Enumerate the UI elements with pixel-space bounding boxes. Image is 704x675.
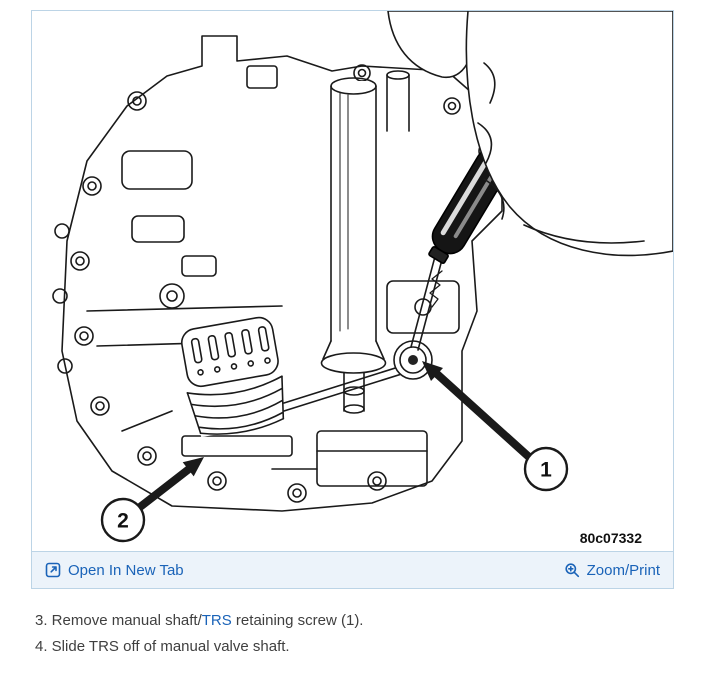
figure-panel: 1 2 80c07332 Open In New Tab bbox=[31, 10, 674, 589]
bolt-holes bbox=[70, 64, 496, 503]
step-3-suffix: retaining screw (1). bbox=[231, 612, 364, 629]
arrow-to-trs bbox=[136, 457, 204, 511]
callout-1-number: 1 bbox=[540, 459, 552, 482]
instruction-step-4: 4. Slide TRS off of manual valve shaft. bbox=[35, 638, 290, 655]
trs-link[interactable]: TRS bbox=[201, 612, 232, 629]
callout-2-number: 2 bbox=[117, 510, 129, 533]
valve-body-figure-svg: 1 2 80c07332 bbox=[52, 11, 673, 546]
callout-1: 1 bbox=[523, 446, 569, 492]
hand-drawing bbox=[387, 11, 673, 257]
open-in-new-tab-label: Open In New Tab bbox=[68, 561, 184, 579]
figure-code: 80c07332 bbox=[580, 530, 643, 546]
open-in-new-tab-icon bbox=[45, 562, 61, 578]
zoom-print-link[interactable]: Zoom/Print bbox=[564, 562, 660, 579]
callout-2: 2 bbox=[100, 497, 146, 543]
trs-sensor-drawing bbox=[181, 316, 285, 438]
cylinder-drawing bbox=[320, 70, 410, 414]
technical-illustration: 1 2 80c07332 bbox=[32, 11, 673, 551]
retaining-screw-drawing bbox=[393, 340, 433, 380]
figure-toolbar: Open In New Tab Zoom/Print bbox=[32, 551, 673, 588]
zoom-print-label: Zoom/Print bbox=[586, 561, 660, 579]
instruction-step-3: 3. Remove manual shaft/TRS retaining scr… bbox=[35, 608, 363, 634]
magnifier-icon bbox=[564, 562, 580, 578]
valve-body-drawing bbox=[52, 35, 503, 512]
instructions: 3. Remove manual shaft/TRS retaining scr… bbox=[35, 608, 363, 660]
open-in-new-tab-link[interactable]: Open In New Tab bbox=[45, 562, 184, 579]
step-3-prefix: 3. Remove manual shaft/ bbox=[35, 612, 202, 629]
arrow-to-screw bbox=[422, 361, 533, 461]
